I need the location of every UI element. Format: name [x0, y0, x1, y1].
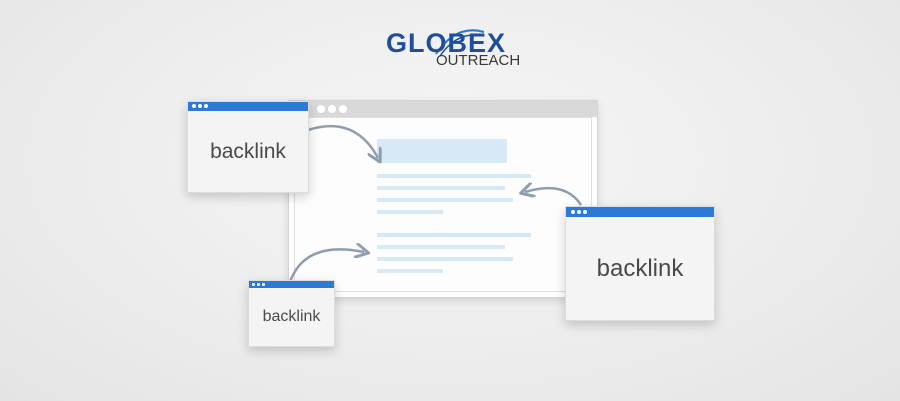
globe-swoosh-icon: [435, 29, 485, 57]
backlink-title-bar: [249, 281, 334, 288]
backlink-label: backlink: [262, 308, 321, 325]
backlink-title-bar: [188, 102, 308, 111]
text-line-placeholder: [377, 233, 531, 237]
text-line-placeholder: [377, 245, 505, 249]
backlink-label: backlink: [210, 140, 286, 163]
window-dot-icon: [317, 105, 325, 113]
window-dot-icon: [583, 210, 587, 214]
text-line-placeholder: [377, 257, 513, 261]
logo-wordmark: GLOBEX: [386, 28, 507, 58]
backlink-window-right: backlink: [565, 206, 715, 321]
window-title-bar: [289, 101, 597, 117]
backlink-window-bottom-left: backlink: [248, 280, 335, 347]
page-content-area: [294, 117, 592, 292]
text-line-placeholder: [377, 186, 505, 190]
window-dot-icon: [192, 104, 196, 108]
globex-outreach-logo: GLOBEX OUTREACH: [386, 28, 520, 72]
window-dot-icon: [252, 283, 255, 286]
window-dot-icon: [198, 104, 202, 108]
text-line-placeholder: [377, 174, 531, 178]
backlink-window-top-left: backlink: [187, 101, 309, 193]
window-dot-icon: [257, 283, 260, 286]
window-dot-icon: [577, 210, 581, 214]
logo-tagline: OUTREACH: [436, 52, 521, 69]
main-webpage-window: [288, 100, 598, 298]
window-dot-icon: [328, 105, 336, 113]
text-line-placeholder: [377, 210, 443, 214]
window-dot-icon: [339, 105, 347, 113]
text-line-placeholder: [377, 269, 443, 273]
backlink-title-bar: [566, 207, 714, 217]
heading-placeholder: [377, 139, 507, 163]
text-line-placeholder: [377, 198, 513, 202]
backlink-label: backlink: [596, 255, 684, 282]
window-dot-icon: [571, 210, 575, 214]
window-dot-icon: [204, 104, 208, 108]
window-dot-icon: [262, 283, 265, 286]
